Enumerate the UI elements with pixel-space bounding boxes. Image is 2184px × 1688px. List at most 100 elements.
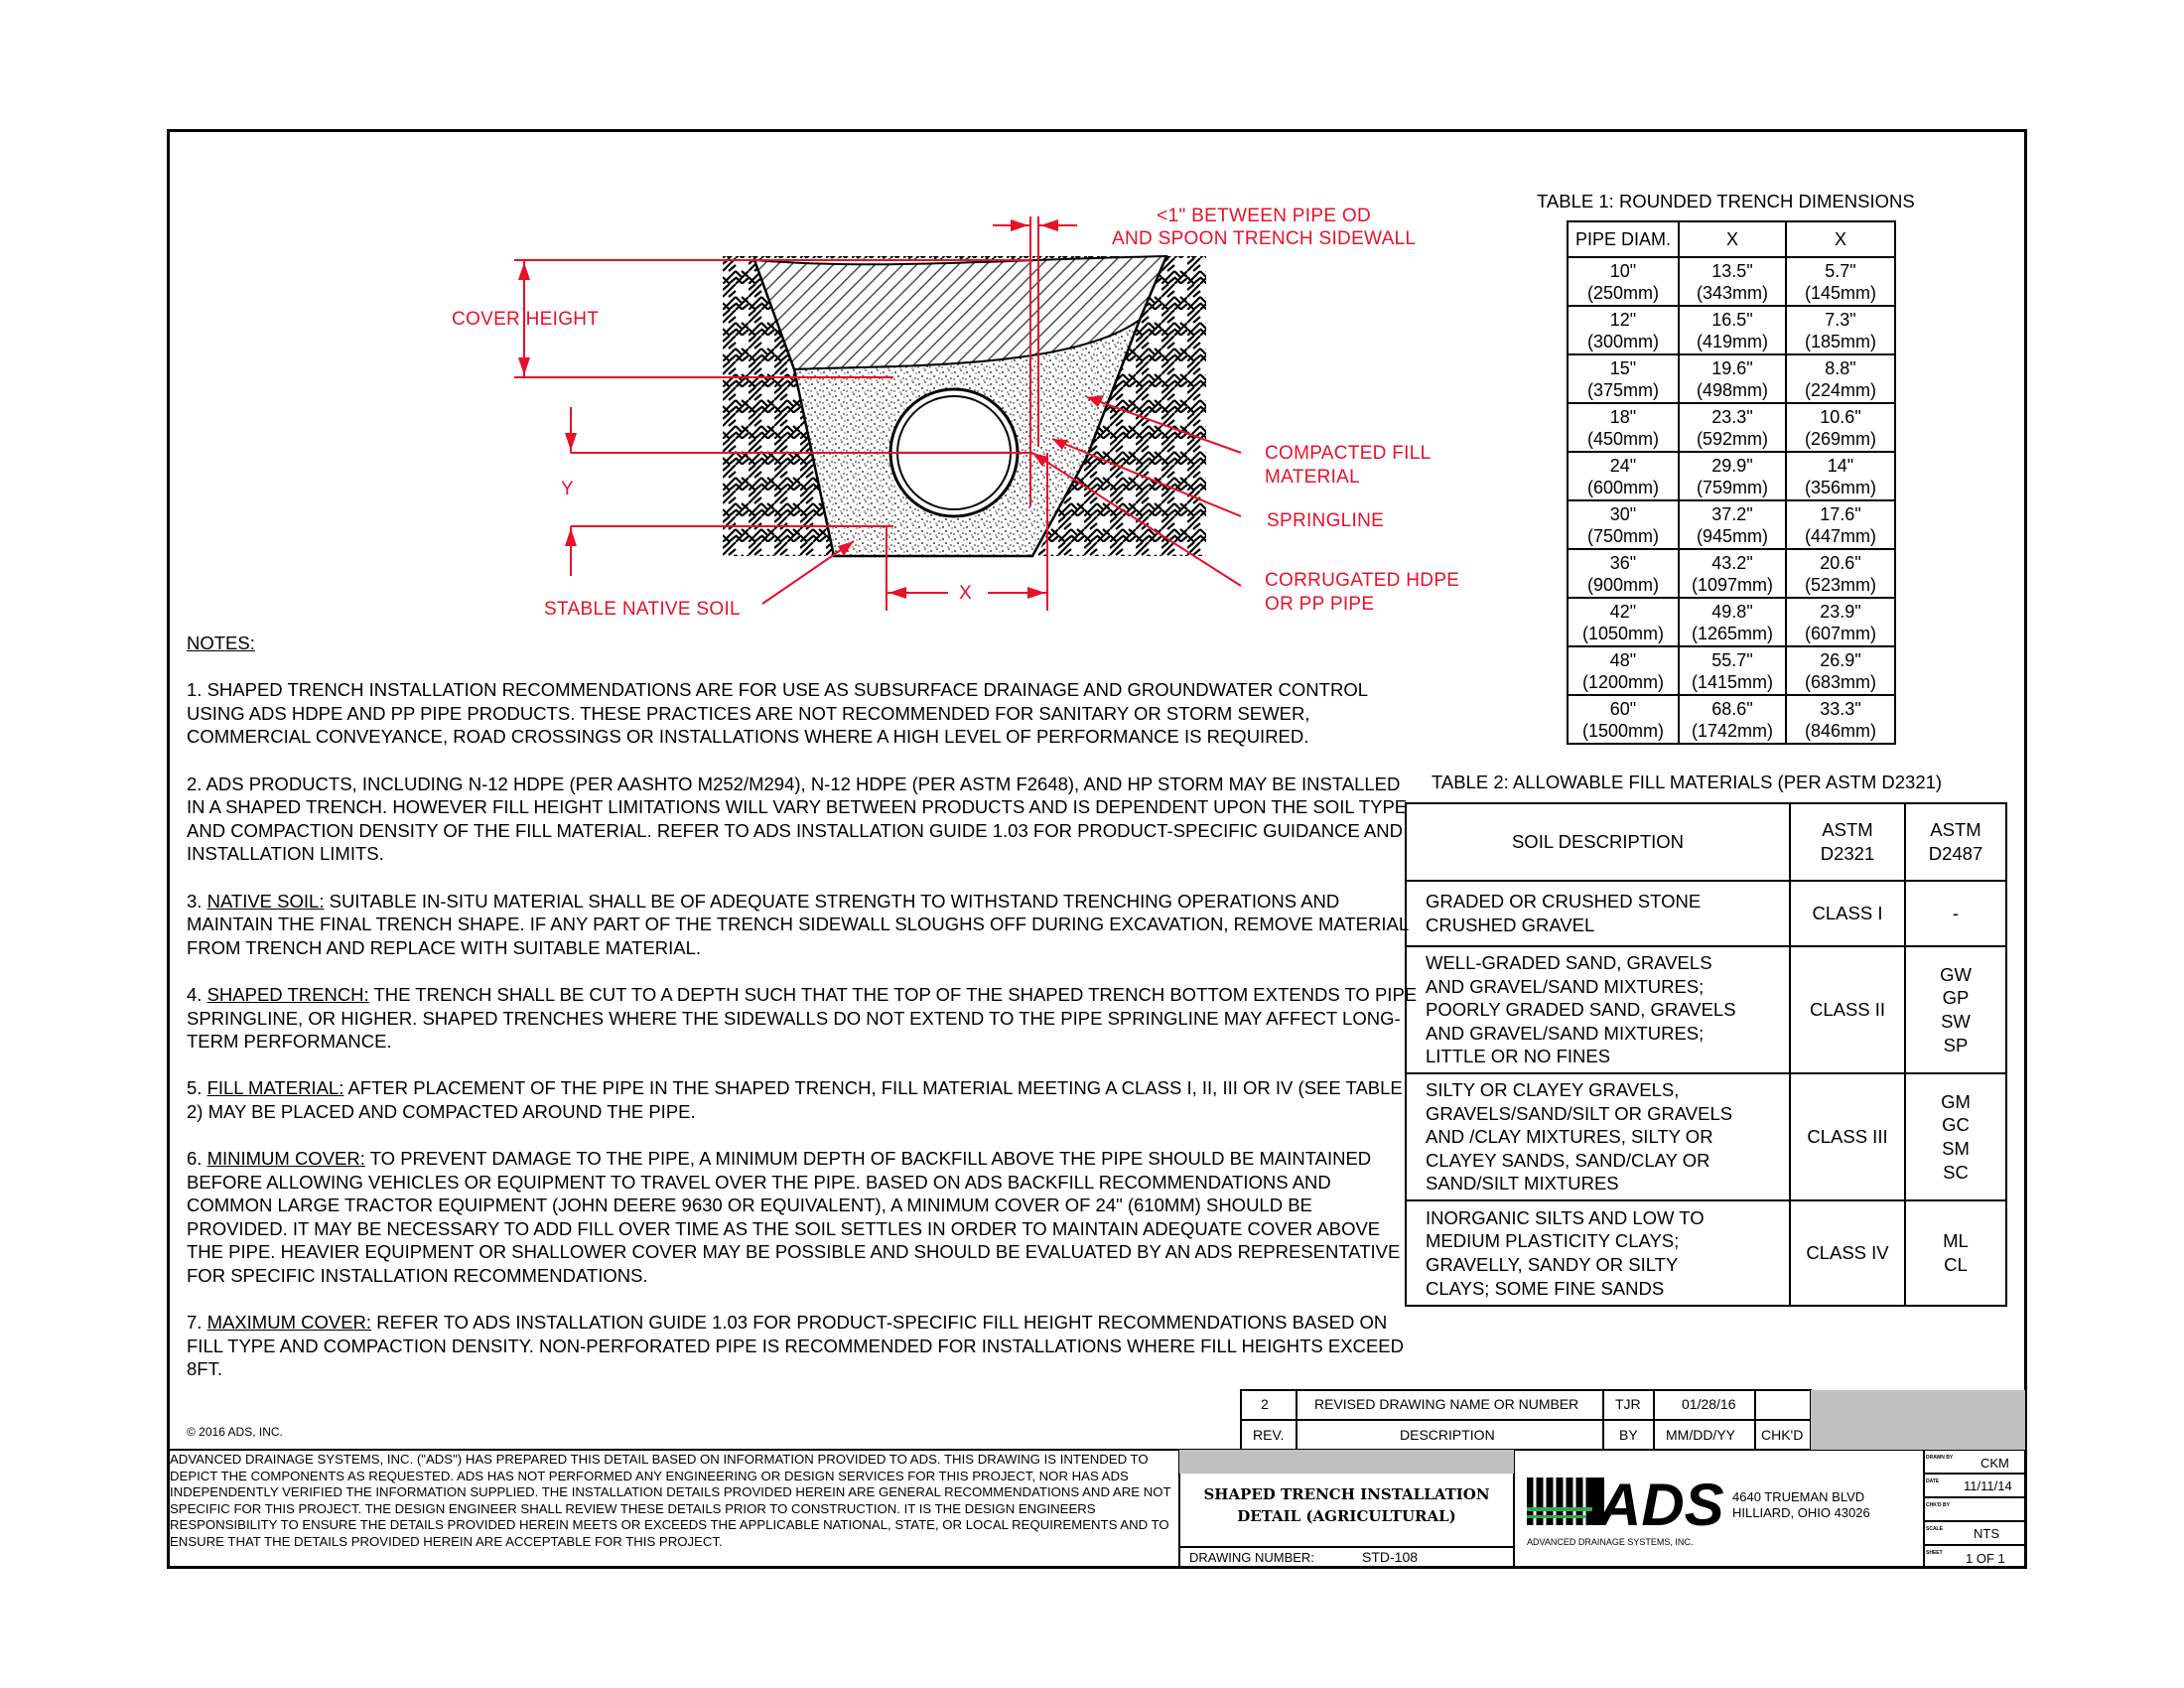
scale-value: NTS (1974, 1526, 1999, 1541)
notes-heading: NOTES: (187, 633, 255, 653)
table1-cell: 36"(900mm) (1567, 548, 1680, 599)
table2-header: ASTM D2321 (1789, 802, 1906, 882)
table2-cell: ML CL (1904, 1199, 2007, 1307)
checked-by-label: CHK'D BY (1926, 1502, 1950, 1508)
rev-date: 01/28/16 (1682, 1396, 1736, 1412)
note-4: 4. SHAPED TRENCH: THE TRENCH SHALL BE CU… (187, 983, 1418, 1053)
table1-row: 24"(600mm)29.9"(759mm)14"(356mm) (1567, 451, 1896, 501)
table1-cell: 29.9"(759mm) (1678, 451, 1787, 501)
table2-cell: WELL-GRADED SAND, GRAVELS AND GRAVEL/SAN… (1405, 945, 1791, 1074)
table1-cell: 37.2"(945mm) (1678, 499, 1787, 550)
table1-cell: 60"(1500mm) (1567, 694, 1680, 745)
table1-row: 10"(250mm)13.5"(343mm)5.7"(145mm) (1567, 256, 1896, 307)
table2-row: INORGANIC SILTS AND LOW TO MEDIUM PLASTI… (1405, 1199, 2007, 1307)
table2-row: SILTY OR CLAYEY GRAVELS, GRAVELS/SAND/SI… (1405, 1072, 2007, 1201)
drawing-number-label: DRAWING NUMBER: (1189, 1550, 1314, 1565)
table2-header: ASTM D2487 (1904, 802, 2007, 882)
table2-row: WELL-GRADED SAND, GRAVELS AND GRAVEL/SAN… (1405, 945, 2007, 1074)
table1-row: 48"(1200mm)55.7"(1415mm)26.9"(683mm) (1567, 645, 1896, 696)
table1-cell: 48"(1200mm) (1567, 645, 1680, 696)
table1-cell: 18"(450mm) (1567, 402, 1680, 453)
table1-row: 18"(450mm)23.3"(592mm)10.6"(269mm) (1567, 402, 1896, 453)
table2-cell: SILTY OR CLAYEY GRAVELS, GRAVELS/SAND/SI… (1405, 1072, 1791, 1201)
table2-header: SOIL DESCRIPTION (1405, 802, 1791, 882)
address: 4640 TRUEMAN BLVD HILLIARD, OHIO 43026 (1732, 1489, 1870, 1520)
table1-cell: 24"(600mm) (1567, 451, 1680, 501)
table1-cell: 16.5"(419mm) (1678, 305, 1787, 355)
drawn-by: CKM (1980, 1456, 2009, 1471)
table1-cell: 14"(356mm) (1785, 451, 1896, 501)
note-1: 1. SHAPED TRENCH INSTALLATION RECOMMENDA… (187, 679, 1368, 748)
rev-header-rev: REV. (1253, 1427, 1285, 1443)
scale-label: SCALE (1926, 1526, 1943, 1532)
x-dimension-label: X (959, 583, 972, 604)
rev-header-chk: CHK'D (1761, 1427, 1804, 1443)
ads-logo-text: ADS (1596, 1472, 1724, 1531)
note-3: 3. NATIVE SOIL: SUITABLE IN-SITU MATERIA… (187, 890, 1409, 958)
rev-by: TJR (1615, 1396, 1641, 1412)
note-7: 7. MAXIMUM COVER: REFER TO ADS INSTALLAT… (187, 1312, 1404, 1380)
table1-cell: 10"(250mm) (1567, 256, 1680, 307)
table1-row: 15"(375mm)19.6"(498mm)8.8"(224mm) (1567, 353, 1896, 404)
table2-cell: CLASS II (1789, 945, 1906, 1074)
table1-cell: 26.9"(683mm) (1785, 645, 1896, 696)
table1-header: X (1678, 220, 1787, 258)
table2-cell: GRADED OR CRUSHED STONE CRUSHED GRAVEL (1405, 880, 1791, 947)
table1-rounded-trench-dimensions: PIPE DIAM. X X 10"(250mm)13.5"(343mm)5.7… (1567, 220, 1896, 745)
table1-cell: 55.7"(1415mm) (1678, 645, 1787, 696)
y-dimension-label: Y (561, 479, 574, 499)
table1-cell: 10.6"(269mm) (1785, 402, 1896, 453)
table1-cell: 19.6"(498mm) (1678, 353, 1787, 404)
native-soil-label: STABLE NATIVE SOIL (544, 599, 741, 620)
rev-header-description: DESCRIPTION (1400, 1427, 1495, 1443)
rev-header-date: MM/DD/YY (1666, 1427, 1735, 1443)
table1-cell: 13.5"(343mm) (1678, 256, 1787, 307)
table1-cell: 23.9"(607mm) (1785, 597, 1896, 647)
table2-cell: CLASS III (1789, 1072, 1906, 1201)
rev-description: REVISED DRAWING NAME OR NUMBER (1314, 1396, 1579, 1412)
table1-cell: 68.6"(1742mm) (1678, 694, 1787, 745)
table2-cell: CLASS IV (1789, 1199, 1906, 1307)
table1-cell: 8.8"(224mm) (1785, 353, 1896, 404)
note-5: 5. FILL MATERIAL: AFTER PLACEMENT OF THE… (187, 1077, 1403, 1122)
drawing-title: SHAPED TRENCH INSTALLATION DETAIL (AGRIC… (1203, 1485, 1490, 1525)
table1-cell: 15"(375mm) (1567, 353, 1680, 404)
table1-row: 30"(750mm)37.2"(945mm)17.6"(447mm) (1567, 499, 1896, 550)
cover-height-label: COVER HEIGHT (452, 309, 600, 330)
table1-cell: 49.8"(1265mm) (1678, 597, 1787, 647)
table1-cell: 17.6"(447mm) (1785, 499, 1896, 550)
table1-cell: 23.3"(592mm) (1678, 402, 1787, 453)
table2-cell: INORGANIC SILTS AND LOW TO MEDIUM PLASTI… (1405, 1199, 1791, 1307)
table1-row: 12"(300mm)16.5"(419mm)7.3"(185mm) (1567, 305, 1896, 355)
table2-cell: GM GC SM SC (1904, 1072, 2007, 1201)
drawn-by-label: DRAWN BY (1926, 1455, 1954, 1461)
table2-cell: - (1904, 880, 2007, 947)
rev-number: 2 (1261, 1396, 1269, 1412)
ads-logo: ADS (1527, 1472, 1724, 1531)
note-6: 6. MINIMUM COVER: TO PREVENT DAMAGE TO T… (187, 1148, 1401, 1287)
table1-header: X (1785, 220, 1896, 258)
table2-allowable-fill-materials: SOIL DESCRIPTION ASTM D2321 ASTM D2487 G… (1405, 802, 2007, 1307)
table1-cell: 12"(300mm) (1567, 305, 1680, 355)
table1-cell: 5.7"(145mm) (1785, 256, 1896, 307)
company-name: ADVANCED DRAINAGE SYSTEMS, INC. (1527, 1537, 1694, 1547)
pipe-label-1: CORRUGATED HDPE (1265, 570, 1460, 591)
springline-label: SPRINGLINE (1267, 510, 1385, 531)
table1-cell: 42"(1050mm) (1567, 597, 1680, 647)
pipe-label-2: OR PP PIPE (1265, 594, 1375, 615)
table1-cell: 30"(750mm) (1567, 499, 1680, 550)
drawing-sheet-border (167, 129, 2027, 1569)
table1-cell: 7.3"(185mm) (1785, 305, 1896, 355)
note-2: 2. ADS PRODUCTS, INCLUDING N-12 HDPE (PE… (187, 773, 1408, 865)
table1-cell: 20.6"(523mm) (1785, 548, 1896, 599)
notes-section: NOTES: 1. SHAPED TRENCH INSTALLATION REC… (187, 632, 1418, 1405)
table2-cell: GW GP SW SP (1904, 945, 2007, 1074)
drawing-number: STD-108 (1362, 1549, 1419, 1565)
table1-row: 42"(1050mm)49.8"(1265mm)23.9"(607mm) (1567, 597, 1896, 647)
compacted-fill-label-2: MATERIAL (1265, 467, 1361, 488)
table1-row: 60"(1500mm)68.6"(1742mm)33.3"(846mm) (1567, 694, 1896, 745)
sheet-number: 1 OF 1 (1966, 1551, 2005, 1566)
table1-header: PIPE DIAM. (1567, 220, 1680, 258)
table1-cell: 43.2"(1097mm) (1678, 548, 1787, 599)
